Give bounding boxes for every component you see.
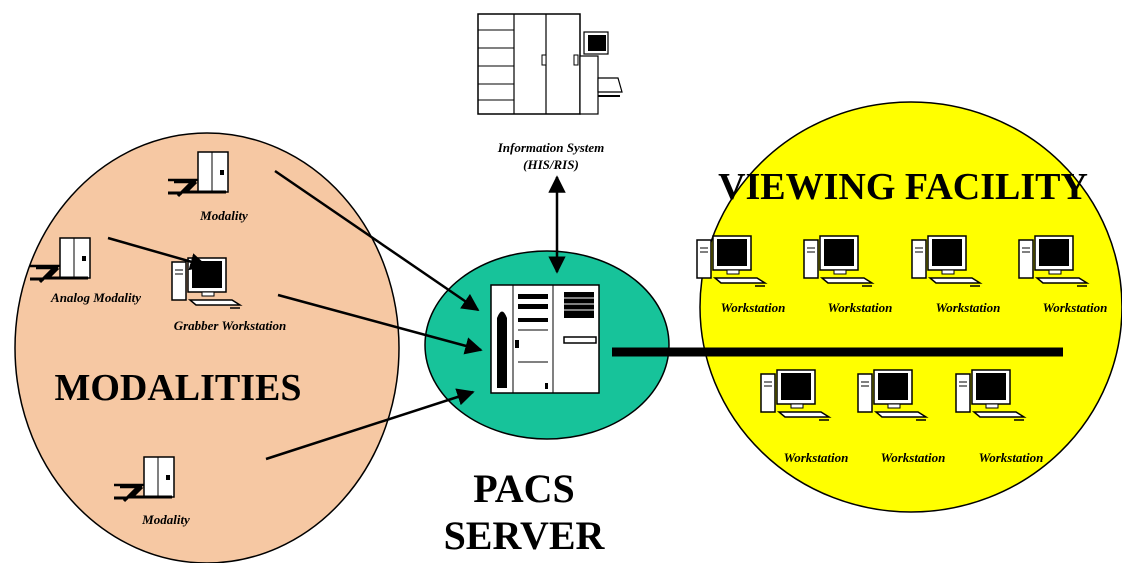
analog-modality-label: Analog Modality <box>50 290 141 305</box>
server-cabinet-icon <box>490 284 600 394</box>
mainframe-icon <box>477 13 623 115</box>
modalities-title: MODALITIES <box>54 367 301 409</box>
modality-bottom-label: Modality <box>141 512 190 527</box>
pacs-server-sublabel: SERVER <box>444 513 606 558</box>
workstation-label: Workstation <box>936 300 1001 315</box>
workstation-label: Workstation <box>784 450 849 465</box>
workstation-label: Workstation <box>1043 300 1108 315</box>
grabber-to-server-arrow <box>277 293 483 355</box>
workstation-label: Workstation <box>721 300 786 315</box>
modalities-region <box>14 132 400 563</box>
workstation-label: Workstation <box>828 300 893 315</box>
workstation-label: Workstation <box>881 450 946 465</box>
analog-to-grabber-arrow <box>107 236 208 271</box>
workstation-label: Workstation <box>979 450 1044 465</box>
modality-top-to-server-arrow <box>274 169 480 312</box>
viewing-facility-title: VIEWING FACILITY <box>718 166 1088 208</box>
modality-bottom-to-server-arrow <box>265 388 475 461</box>
information-system-sublabel: (HIS/RIS) <box>523 157 579 172</box>
viewing-region <box>699 101 1122 513</box>
pacs-server-label: PACS <box>473 466 574 511</box>
information-system-label: Information System <box>497 140 605 155</box>
modality-top-label: Modality <box>199 208 248 223</box>
grabber-workstation-label: Grabber Workstation <box>174 318 287 333</box>
